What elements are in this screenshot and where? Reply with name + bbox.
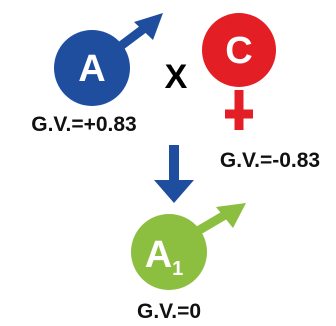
offspring-letter: A1 — [145, 234, 184, 280]
parent-female-gv-label: G.V.=-0.83 — [220, 149, 320, 172]
offspring-letter-subscript: 1 — [172, 258, 183, 280]
parent-male-letter: A — [78, 48, 105, 90]
down-arrow-icon — [154, 145, 194, 203]
male-symbol-icon — [115, 13, 163, 52]
cross-symbol: X — [165, 58, 188, 96]
female-symbol-icon — [225, 90, 253, 130]
parent-female-letter: C — [225, 30, 252, 72]
offspring-letter-main: A — [145, 234, 172, 276]
offspring-node: A1 — [131, 203, 246, 290]
offspring-circle — [131, 214, 207, 290]
parent-female-circle — [202, 13, 276, 87]
male-symbol-icon — [193, 203, 246, 236]
parent-male-circle — [54, 30, 130, 106]
parent-male-gv-label: G.V.=+0.83 — [31, 113, 136, 136]
offspring-gv-label: G.V.=0 — [137, 300, 201, 323]
parent-female-node: C — [202, 13, 276, 130]
parent-male-node: A — [54, 13, 163, 106]
